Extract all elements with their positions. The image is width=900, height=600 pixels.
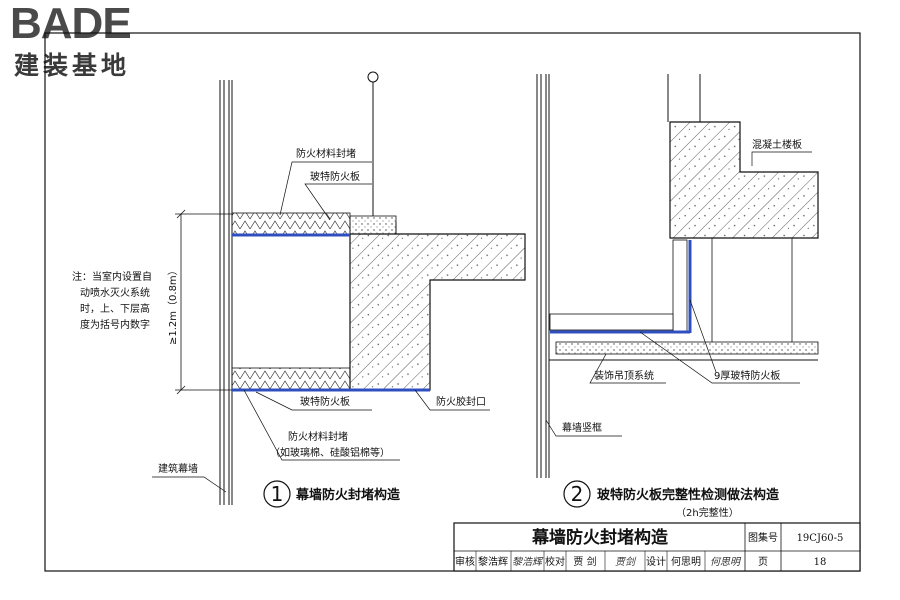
- label-fire-board-9mm: 9厚玻特防火板: [714, 369, 780, 382]
- logo-brand: BADE: [10, 0, 132, 48]
- mullion-lines: [536, 74, 550, 478]
- right-detail: 混凝土楼板 装饰吊顶系统 9厚玻特防火板 幕墙竖框 2 玻特防火板完整性检测做法…: [536, 74, 819, 519]
- title-block: 幕墙防火封堵构造 图集号 19CJ60-5 审核 黎浩辉 黎浩辉 校对 贾 剑 …: [453, 522, 861, 572]
- detail-number-circle-1: [263, 480, 291, 508]
- label-fire-board-top: 玻特防火板: [310, 170, 360, 183]
- right-detail-title: 玻特防火板完整性检测做法构造: [597, 487, 780, 503]
- atlas-number: 19CJ60-5: [797, 533, 844, 544]
- horizontal-frame: [549, 313, 674, 331]
- design-label: 设计: [646, 555, 666, 568]
- label-curtain-wall: 建筑幕墙: [158, 462, 198, 475]
- title-block-title: 幕墙防火封堵构造: [531, 527, 669, 548]
- curtain-wall-lines: [219, 80, 233, 505]
- label-sealant: 防火胶封口: [436, 395, 486, 408]
- detail-number-circle-2: [563, 480, 591, 508]
- logo-subtitle: 建装基地: [14, 51, 131, 80]
- drawing-frame: [44, 32, 861, 572]
- firestop-material-top: [231, 212, 351, 235]
- page-number: 18: [814, 557, 827, 568]
- right-leaders: [545, 151, 812, 437]
- label-firestop-bottom: 防火材料封堵: [288, 430, 348, 443]
- checker-name: 贾 剑: [573, 555, 596, 568]
- atlas-label: 图集号: [748, 531, 778, 544]
- designer-name: 何思明: [671, 555, 701, 568]
- label-concrete-slab: 混凝土楼板: [752, 138, 802, 151]
- left-detail: ≥1.2m（0.8m） 注：当室内设置自 动喷水灭火系统 时，上、下层高 度为括…: [72, 71, 526, 508]
- note-line-2: 动喷水灭火系统: [80, 286, 150, 299]
- sealant-top: [349, 215, 397, 235]
- label-mullion: 幕墙竖框: [562, 421, 602, 434]
- label-fire-board-bottom: 玻特防火板: [300, 395, 350, 408]
- concrete-slab-left: [349, 233, 526, 391]
- concrete-slab-right: [669, 121, 819, 239]
- note-line-1: 注：当室内设置自: [72, 270, 152, 283]
- page-label: 页: [758, 556, 768, 568]
- vertical-frame: [672, 239, 688, 333]
- reviewer-name: 黎浩辉: [478, 555, 508, 568]
- label-ceiling-system: 装饰吊顶系统: [594, 369, 654, 382]
- ceiling-hangers: [711, 238, 793, 342]
- detail-number-2: 2: [571, 482, 584, 506]
- dimension-text: ≥1.2m（0.8m）: [167, 265, 179, 345]
- bade-logo: BADE 建装基地: [8, 0, 178, 84]
- designer-signature: 何思明: [710, 556, 742, 568]
- right-detail-subtitle: （2h完整性）: [676, 506, 739, 519]
- left-leaders: [152, 161, 490, 493]
- label-firestop-top: 防火材料封堵: [296, 147, 356, 160]
- ceiling-system: [555, 341, 819, 355]
- firestop-material-bottom: [231, 367, 351, 391]
- label-firestop-note: （如玻璃棉、硅酸铝棉等）: [270, 446, 390, 459]
- detail-number-1: 1: [271, 482, 284, 506]
- checker-signature: 贾剑: [615, 556, 637, 568]
- note-line-4: 度为括号内数字: [80, 318, 150, 331]
- review-label: 审核: [455, 555, 475, 568]
- dimension-line: [175, 209, 232, 395]
- reviewer-signature: 黎浩辉: [512, 556, 544, 568]
- left-detail-title: 幕墙防火封堵构造: [295, 487, 401, 503]
- check-label: 校对: [545, 555, 565, 568]
- hanger-rod-end: [367, 71, 379, 83]
- note-line-3: 时，上、下层高: [80, 302, 150, 315]
